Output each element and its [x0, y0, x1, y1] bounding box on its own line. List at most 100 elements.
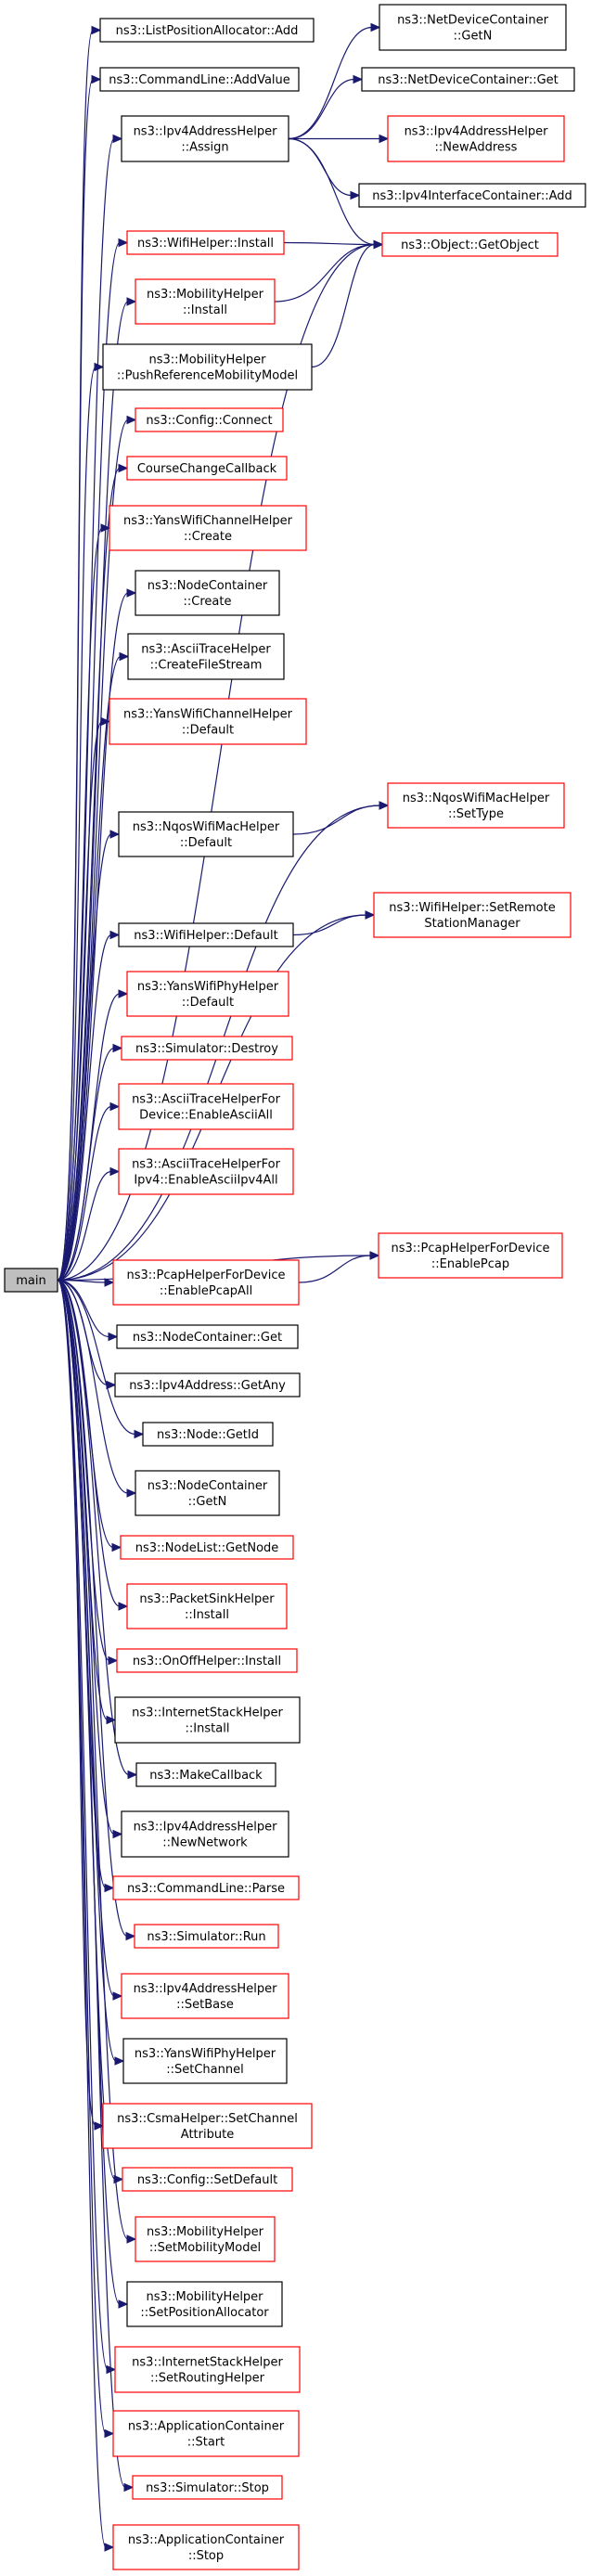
edge-path	[288, 78, 355, 140]
node-nqos_settype[interactable]: ns3::NqosWifiMacHelper::SetType	[387, 782, 565, 829]
node-ccc[interactable]: CourseChangeCallback	[126, 456, 288, 481]
node-box	[134, 1924, 279, 1949]
node-makecallback[interactable]: ns3::MakeCallback	[135, 1762, 276, 1787]
node-label-line: ns3::PcapHelperForDevice	[392, 1242, 550, 1256]
node-ywch_default[interactable]: ns3::YansWifiChannelHelper::Default	[109, 698, 307, 745]
node-ish_setrh[interactable]: ns3::InternetStackHelper::SetRoutingHelp…	[114, 2346, 301, 2393]
edge-arrowhead	[109, 1101, 121, 1112]
node-athfi_enableascii[interactable]: ns3::AsciiTraceHelperForIpv4::EnableAsci…	[118, 1148, 294, 1195]
node-label-line: ns3::ApplicationContainer	[128, 2420, 285, 2434]
node-ish_install[interactable]: ns3::InternetStackHelper::Install	[114, 1696, 301, 1744]
node-box	[132, 2475, 283, 2500]
edge-main-to-nc_create	[57, 588, 137, 1282]
node-ipv4h_newaddr[interactable]: ns3::Ipv4AddressHelper::NewAddress	[387, 115, 565, 162]
node-ndc_get[interactable]: ns3::NetDeviceContainer::Get	[361, 67, 575, 92]
node-phfd_enablepcapall[interactable]: ns3::PcapHelperForDevice::EnablePcapAll	[112, 1259, 300, 1306]
node-ath_createfs[interactable]: ns3::AsciiTraceHelper::CreateFileStream	[127, 633, 285, 680]
node-label-line: ::NewAddress	[435, 141, 518, 155]
node-psh_install[interactable]: ns3::PacketSinkHelper::Install	[126, 1583, 288, 1629]
edge-arrowhead	[109, 930, 121, 940]
edge-main-to-psh_install	[57, 1279, 129, 1611]
node-label-line: ns3::NodeContainer::Get	[133, 1331, 282, 1345]
node-ndc_getn[interactable]: ns3::NetDeviceContainer::GetN	[379, 4, 567, 51]
edge-arrowhead	[118, 463, 129, 473]
edge-phfd_enablepcapall-to-phfd_enablepcap	[298, 1251, 380, 1283]
edge-arrowhead	[118, 1602, 129, 1611]
node-sim_destroy[interactable]: ns3::Simulator::Destroy	[121, 1036, 293, 1061]
node-ac_start[interactable]: ns3::ApplicationContainer::Start	[112, 2410, 300, 2457]
node-label-line: ns3::Simulator::Run	[147, 1930, 265, 1944]
node-athfd_enableascii[interactable]: ns3::AsciiTraceHelperForDevice::EnableAs…	[118, 1083, 294, 1130]
node-mobh_setpa[interactable]: ns3::MobilityHelper::SetPositionAllocato…	[126, 2281, 283, 2327]
node-ipv4h_setbase[interactable]: ns3::Ipv4AddressHelper::SetBase	[121, 1973, 289, 2019]
node-label-line: ::Install	[183, 303, 227, 317]
node-label-line: ns3::NodeList::GetNode	[135, 1541, 279, 1555]
node-label-line: ::NewNetwork	[162, 1836, 248, 1850]
node-label-line: ns3::WifiHelper::SetRemote	[389, 901, 555, 915]
node-label-line: ns3::CsmaHelper::SetChannel	[117, 2112, 298, 2126]
edge-path	[288, 137, 376, 246]
node-box	[99, 67, 300, 92]
node-nc_getn[interactable]: ns3::NodeContainer::GetN	[135, 1470, 280, 1516]
node-wifih_default[interactable]: ns3::WifiHelper::Default	[118, 922, 294, 947]
node-label-line: ns3::Ipv4InterfaceContainer::Add	[372, 189, 572, 203]
edge-arrowhead	[125, 1931, 136, 1941]
edge-arrowhead	[370, 22, 381, 32]
node-ywch_create[interactable]: ns3::YansWifiChannelHelper::Create	[109, 505, 307, 551]
edge-arrowhead	[114, 2056, 125, 2066]
node-label-line: CourseChangeCallback	[137, 462, 277, 476]
node-box	[126, 2281, 283, 2327]
node-mobh_install[interactable]: ns3::MobilityHelper::Install	[135, 278, 276, 325]
node-label-line: ::Start	[187, 2436, 225, 2450]
node-nc_create[interactable]: ns3::NodeContainer::Create	[135, 570, 280, 616]
node-sim_run[interactable]: ns3::Simulator::Run	[134, 1924, 279, 1949]
node-ipv4addr_getany[interactable]: ns3::Ipv4Address::GetAny	[114, 1372, 301, 1397]
node-box	[112, 2410, 300, 2457]
node-main[interactable]: main	[4, 1268, 58, 1293]
node-nqos_default[interactable]: ns3::NqosWifiMacHelper::Default	[118, 811, 294, 857]
node-box	[142, 1422, 274, 1447]
node-nodelist_getnode[interactable]: ns3::NodeList::GetNode	[120, 1535, 294, 1560]
node-box	[118, 1148, 294, 1195]
edge-arrowhead	[379, 134, 390, 144]
node-cl_parse[interactable]: ns3::CommandLine::Parse	[112, 1875, 300, 1900]
edge-arrowhead	[350, 190, 361, 200]
node-label-line: ::SetBase	[176, 1998, 234, 2012]
edge-main-to-mobh_pushref	[57, 362, 105, 1282]
node-node_getid[interactable]: ns3::Node::GetId	[142, 1422, 274, 1447]
edge-main-to-nc_getn	[57, 1279, 137, 1498]
edge-ipv4h_assign-to-ndc_getn	[288, 22, 381, 140]
node-mobh_pushref[interactable]: ns3::MobilityHelper::PushReferenceMobili…	[102, 343, 313, 391]
node-box	[109, 698, 307, 745]
node-phfd_enablepcap[interactable]: ns3::PcapHelperForDevice::EnablePcap	[378, 1232, 563, 1279]
node-onoff_install[interactable]: ns3::OnOffHelper::Install	[116, 1648, 298, 1673]
node-mobh_setmm[interactable]: ns3::MobilityHelper::SetMobilityModel	[135, 2216, 276, 2262]
node-nc_get[interactable]: ns3::NodeContainer::Get	[116, 1324, 299, 1349]
edge-path	[288, 26, 373, 140]
node-config_setdefault[interactable]: ns3::Config::SetDefault	[122, 2167, 293, 2192]
node-box	[135, 1762, 276, 1787]
node-lpa_add[interactable]: ns3::ListPositionAllocator::Add	[99, 18, 315, 43]
node-ywph_setchannel[interactable]: ns3::YansWifiPhyHelper::SetChannel	[122, 2038, 288, 2084]
edge-arrowhead	[134, 1429, 145, 1439]
node-box	[112, 1875, 300, 1900]
node-obj_getobject[interactable]: ns3::Object::GetObject	[381, 232, 559, 257]
node-sim_stop[interactable]: ns3::Simulator::Stop	[132, 2475, 283, 2500]
node-label-line: ns3::AsciiTraceHelperFor	[132, 1093, 281, 1107]
edge-arrowhead	[365, 910, 376, 920]
node-label-line: ns3::MobilityHelper	[147, 2225, 264, 2239]
node-ipv4h_assign[interactable]: ns3::Ipv4AddressHelper::Assign	[121, 115, 289, 162]
node-ywph_default[interactable]: ns3::YansWifiPhyHelper::Default	[126, 971, 289, 1017]
node-ipv4h_newnetwork[interactable]: ns3::Ipv4AddressHelper::NewNetwork	[121, 1810, 289, 1858]
node-ac_stop[interactable]: ns3::ApplicationContainer::Stop	[112, 2524, 300, 2570]
node-cl_addvalue[interactable]: ns3::CommandLine::AddValue	[99, 67, 300, 92]
node-wifih_install[interactable]: ns3::WifiHelper::Install	[126, 230, 285, 255]
node-ipv4ic_add[interactable]: ns3::Ipv4InterfaceContainer::Add	[358, 183, 586, 208]
edge-arrowhead	[94, 362, 105, 372]
edge-main-to-ipv4h_setbase	[57, 1279, 123, 2001]
edge-path	[57, 78, 94, 1282]
node-config_connect[interactable]: ns3::Config::Connect	[135, 407, 284, 432]
edge-main-to-ywch_create	[57, 523, 111, 1282]
